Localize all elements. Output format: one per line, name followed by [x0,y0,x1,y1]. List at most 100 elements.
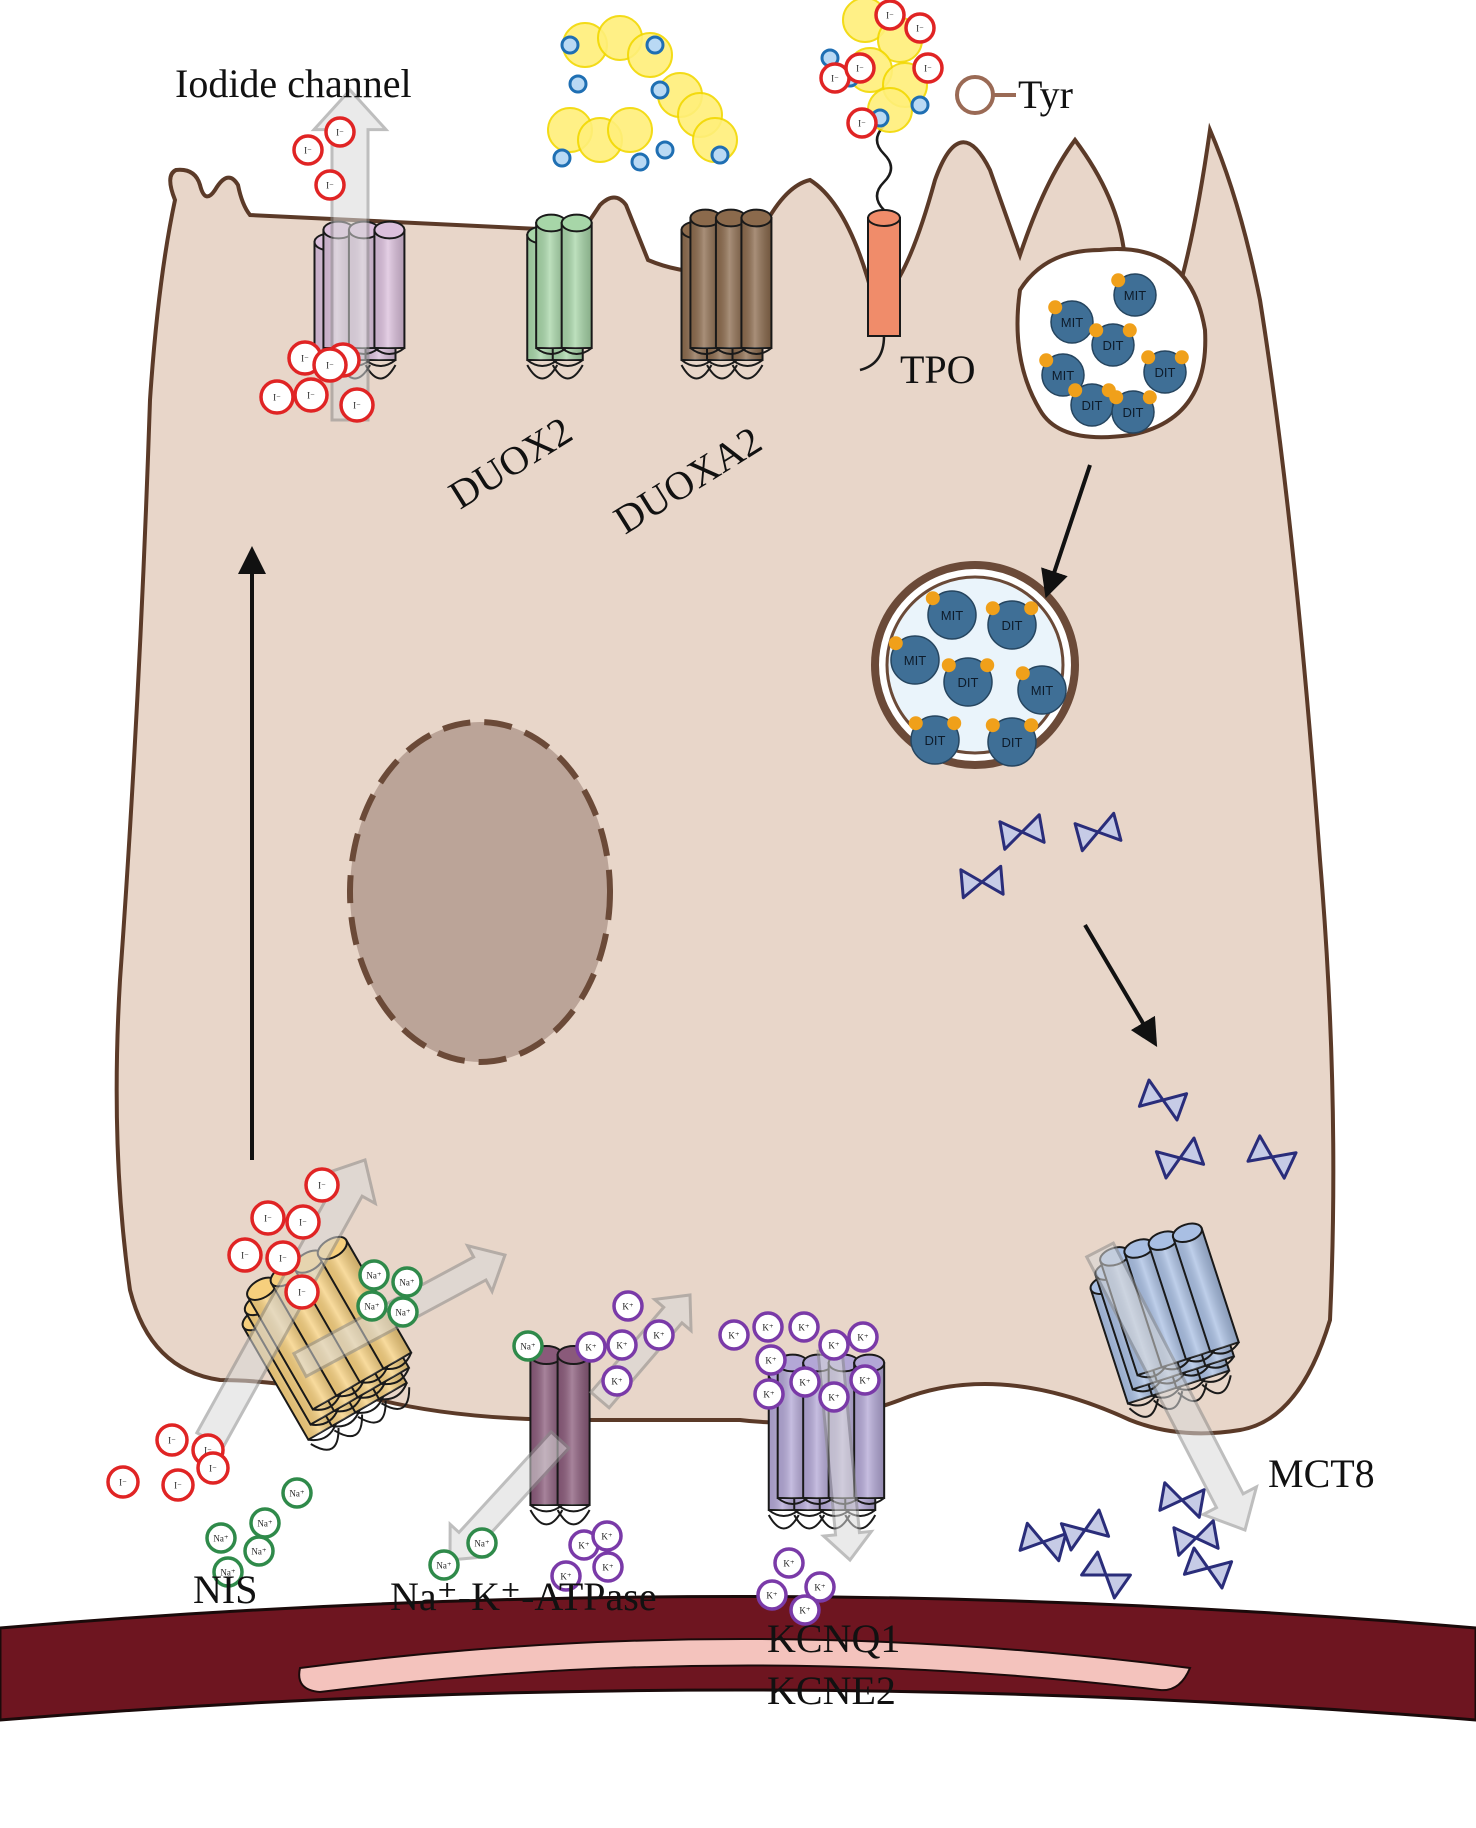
svg-text:K⁺: K⁺ [601,1532,612,1542]
thyroid-hormone [1172,1519,1220,1557]
svg-text:K⁺: K⁺ [762,1323,773,1333]
svg-text:I⁻: I⁻ [119,1478,127,1488]
potassium-ion: K⁺ [818,1329,850,1361]
thyroid-hormone [1154,1136,1206,1180]
tyrosine [552,148,572,168]
svg-text:K⁺: K⁺ [799,1606,810,1616]
svg-text:I⁻: I⁻ [336,128,344,138]
svg-text:K⁺: K⁺ [765,1356,776,1366]
svg-text:Na⁺: Na⁺ [220,1568,235,1578]
iodide-ion: I⁻ [250,1200,286,1236]
sodium-ion: Na⁺ [205,1522,237,1554]
svg-text:I⁻: I⁻ [924,64,932,74]
transport-arrows [238,464,1158,1160]
potassium-ion: K⁺ [755,1344,787,1376]
tyrosine [655,140,675,160]
iodotyrosine-dit: DIT [985,600,1039,650]
iodotyrosine-dit: DIT [1089,323,1137,367]
svg-text:I⁻: I⁻ [856,64,864,74]
potassium-ion: K⁺ [550,1560,582,1592]
svg-text:K⁺: K⁺ [828,1341,839,1351]
potassium-ion: K⁺ [756,1579,788,1611]
atpase-label: Na⁺-K⁺-ATPase [390,1574,657,1619]
svg-text:K⁺: K⁺ [653,1331,664,1341]
sodium-ion: Na⁺ [387,1296,419,1328]
svg-text:K⁺: K⁺ [857,1333,868,1343]
svg-text:Na⁺: Na⁺ [520,1342,535,1352]
iodide-channel-label: Iodide channel [175,61,412,106]
svg-text:Na⁺: Na⁺ [366,1271,381,1281]
svg-text:I⁻: I⁻ [298,1288,306,1298]
iodotyrosine-dit: DIT [1109,390,1157,434]
sodium-ion: Na⁺ [358,1259,390,1291]
iodide-ion: I⁻ [304,1167,340,1203]
potassium-ion: K⁺ [804,1571,836,1603]
iodide-ion: I⁻ [844,52,876,84]
potassium-ion: K⁺ [601,1365,633,1397]
iodide-ion: I⁻ [324,116,356,148]
svg-text:K⁺: K⁺ [578,1541,589,1551]
svg-text:K⁺: K⁺ [859,1376,870,1386]
duox2-protein [526,213,593,380]
svg-text:MIT: MIT [1124,288,1146,303]
hormone-release-arrow [1083,923,1158,1048]
svg-text:I⁻: I⁻ [326,181,334,191]
blood-vessel [0,1595,1476,1722]
tyr-legend-icon [955,75,995,115]
iodide-ion: I⁻ [155,1423,189,1457]
iodotyrosine-dit: DIT [985,717,1039,767]
kcne2-label: KCNE2 [767,1668,896,1713]
thyroid-hormone [1158,1481,1206,1519]
potassium-ion: K⁺ [789,1594,821,1626]
svg-text:Na⁺: Na⁺ [289,1489,304,1499]
nis-label: NIS [193,1567,257,1612]
thyroid-hormone [1059,1508,1111,1552]
svg-text:I⁻: I⁻ [304,146,312,156]
iodide-ion: I⁻ [819,62,851,94]
svg-text:K⁺: K⁺ [798,1323,809,1333]
svg-text:K⁺: K⁺ [828,1393,839,1403]
kcnq1-label: KCNQ1 [767,1616,900,1661]
iodide-ion: I⁻ [161,1468,195,1502]
sodium-ion: Na⁺ [466,1527,498,1559]
thyroid-hormone [998,813,1046,851]
thyroid-hormone [959,864,1005,900]
iodide-ion: I⁻ [196,1451,230,1485]
svg-text:I⁻: I⁻ [301,354,309,364]
tyrosine [630,152,650,172]
potassium-ion: K⁺ [847,1321,879,1353]
svg-text:I⁻: I⁻ [279,1254,287,1264]
tyrosine [910,95,930,115]
iodotyrosine-dit: DIT [1068,383,1116,427]
svg-text:I⁻: I⁻ [209,1464,217,1474]
svg-text:DIT: DIT [1123,405,1144,420]
svg-text:K⁺: K⁺ [783,1559,794,1569]
svg-text:I⁻: I⁻ [299,1218,307,1228]
svg-text:Na⁺: Na⁺ [251,1547,266,1557]
sodium-ion: Na⁺ [281,1477,313,1509]
tyrosine [568,74,588,94]
svg-text:DIT: DIT [1002,735,1023,750]
potassium-ion: K⁺ [789,1366,821,1398]
svg-text:DIT: DIT [958,675,979,690]
svg-text:MIT: MIT [941,608,963,623]
iodide-ion: I⁻ [874,0,906,31]
potassium-ion: K⁺ [606,1329,638,1361]
svg-text:DIT: DIT [1082,398,1103,413]
svg-text:I⁻: I⁻ [916,24,924,34]
iodide-ion: I⁻ [904,12,936,44]
svg-text:DIT: DIT [1103,338,1124,353]
svg-text:K⁺: K⁺ [728,1331,739,1341]
svg-text:DIT: DIT [925,733,946,748]
tyrosine [560,35,580,55]
potassium-ion: K⁺ [773,1547,805,1579]
iodide-ion: I⁻ [846,107,878,139]
svg-text:I⁻: I⁻ [831,74,839,84]
iodide-ion: I⁻ [292,134,324,166]
sodium-ion: Na⁺ [428,1549,460,1581]
svg-text:DIT: DIT [1155,365,1176,380]
sodium-ion: Na⁺ [512,1330,544,1362]
mct8-label: MCT8 [1268,1451,1375,1496]
sodium-ion: Na⁺ [249,1507,281,1539]
